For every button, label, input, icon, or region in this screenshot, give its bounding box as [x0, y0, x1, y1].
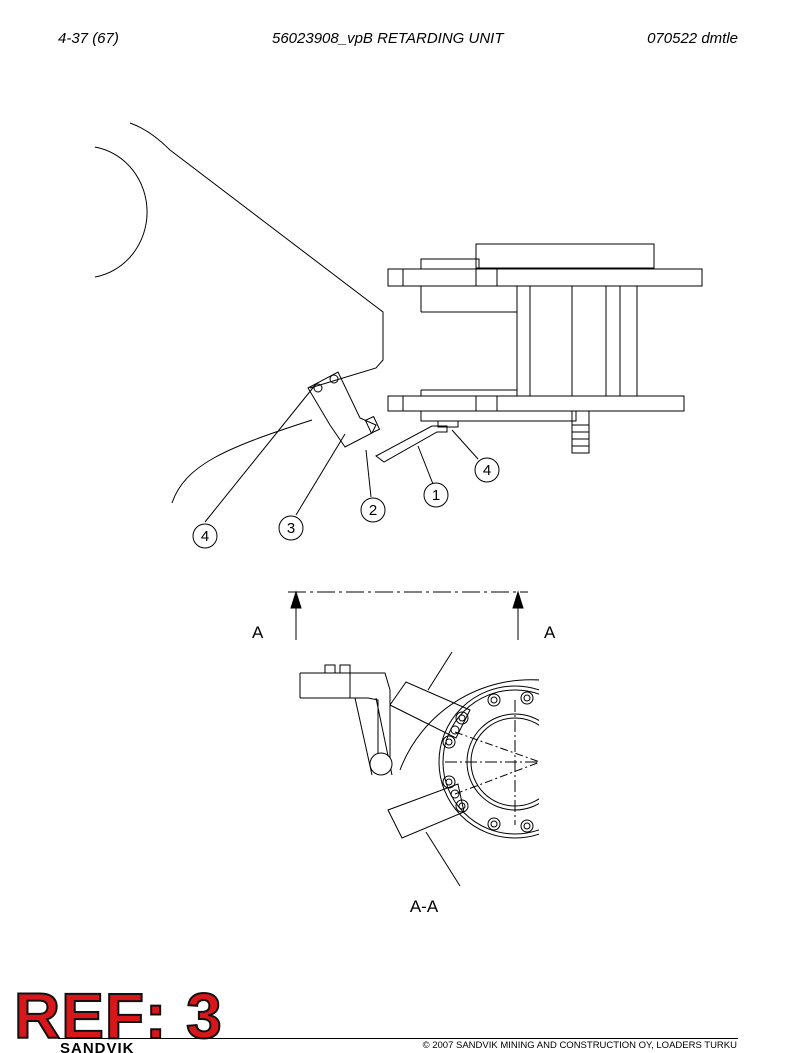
section-mark-right: A — [544, 623, 556, 642]
document-title: 56023908_vpB RETARDING UNIT — [272, 30, 504, 47]
frame-outline — [129, 122, 384, 389]
top-view: 4 3 2 1 4 — [94, 122, 703, 549]
leader-lines — [204, 383, 479, 523]
balloon-4-right: 4 — [474, 457, 500, 483]
retarder-arm — [375, 425, 448, 463]
section-bar — [300, 672, 351, 699]
balloon-number: 1 — [432, 487, 440, 504]
outer-flange — [438, 685, 539, 839]
balloon-number: 4 — [201, 528, 209, 545]
sandvik-logo: SANDVIK — [60, 1041, 135, 1053]
balloon-1: 1 — [423, 482, 449, 508]
frame-arc — [94, 146, 148, 278]
balloon-2: 2 — [360, 497, 386, 523]
balloon-4-left: 4 — [192, 523, 218, 549]
bolt-hole-1 — [313, 383, 323, 393]
section-view: A-A — [299, 651, 539, 916]
balloon-number: 3 — [287, 520, 295, 537]
flange-assembly — [387, 243, 703, 454]
page-reference: 4-37 (67) — [58, 30, 119, 47]
section-caption: A-A — [410, 897, 439, 916]
section-mark-left: A — [252, 623, 264, 642]
bracket — [307, 371, 381, 448]
balloon-3: 3 — [278, 515, 304, 541]
bolt-hole-2 — [329, 374, 339, 384]
section-line: A A — [252, 590, 556, 642]
footer-divider — [58, 1038, 738, 1039]
document-code: 070522 dmtle — [647, 30, 738, 47]
frame-lower-curve — [171, 419, 313, 504]
balloon-number: 4 — [483, 462, 491, 479]
copyright-notice: © 2007 SANDVIK MINING AND CONSTRUCTION O… — [422, 1040, 737, 1051]
balloon-number: 2 — [369, 502, 377, 519]
